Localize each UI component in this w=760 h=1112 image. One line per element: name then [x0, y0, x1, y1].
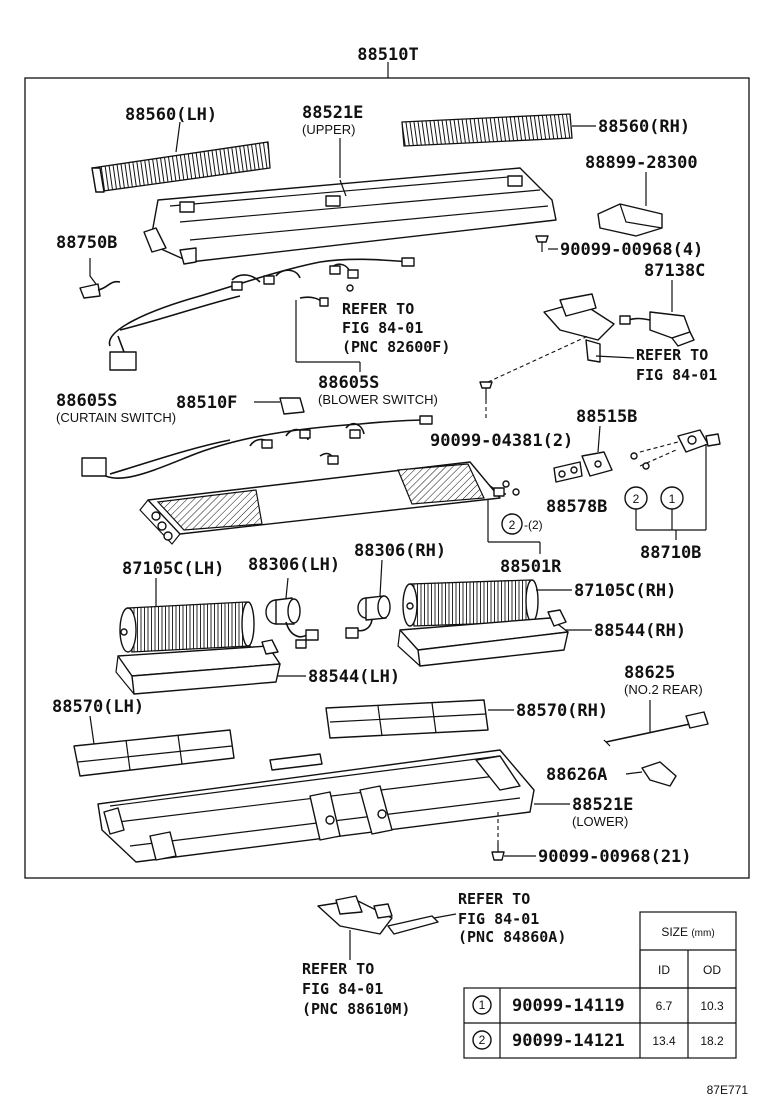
motor-lh: [265, 597, 319, 649]
label-90099-00968-4[interactable]: 90099-00968(4): [560, 240, 703, 260]
label-88605s-curtain-note: (CURTAIN SWITCH): [56, 410, 176, 425]
label-88570-lh[interactable]: 88570(LH): [52, 697, 144, 717]
harness-blower-switch: [108, 257, 415, 371]
part-88578b: [553, 461, 583, 483]
label-88510f[interactable]: 88510F: [176, 393, 237, 413]
svg-text:2: 2: [509, 518, 516, 532]
table-row: 1 90099-14119 6.7 10.3: [472, 995, 724, 1016]
fan-rh: [402, 579, 539, 627]
motor-rh: [345, 595, 391, 639]
assembly-frame: [24, 77, 750, 879]
label-88521e-lower[interactable]: 88521E: [572, 795, 633, 815]
figure-code: 87E771: [707, 1083, 749, 1097]
screw-90099-04381: [479, 335, 589, 420]
lower-housing: [97, 749, 535, 863]
label-88515b[interactable]: 88515B: [576, 407, 637, 427]
label-88560-lh[interactable]: 88560(LH): [125, 105, 217, 125]
svg-text:2: 2: [633, 492, 640, 506]
label-87105c-rh[interactable]: 87105C(RH): [574, 581, 676, 601]
label-88605s-blower[interactable]: 88605S: [318, 373, 379, 393]
ref-d-line3[interactable]: (PNC 88610M): [302, 1000, 410, 1018]
evaporator-88501r: [139, 461, 507, 545]
table-row: 2 90099-14121 13.4 18.2: [472, 1030, 724, 1051]
table-row-1-od: 10.3: [700, 999, 724, 1013]
sensor-88750b: [79, 283, 101, 299]
ref-b-line1[interactable]: REFER TO: [636, 346, 708, 364]
svg-text:1: 1: [479, 998, 486, 1012]
label-88521e-upper-note: (UPPER): [302, 122, 355, 137]
svg-text:1: 1: [669, 492, 676, 506]
scroll-housing-lh: [115, 639, 281, 695]
label-88710b[interactable]: 88710B: [640, 543, 701, 563]
ref-d-line1[interactable]: REFER TO: [302, 960, 374, 978]
label-88501r[interactable]: 88501R: [500, 557, 562, 577]
table-col-od: OD: [703, 963, 721, 977]
part-ref-c: [387, 915, 439, 935]
label-88544-lh[interactable]: 88544(LH): [308, 667, 400, 687]
ref-a-line1[interactable]: REFER TO: [342, 300, 414, 318]
label-90099-04381[interactable]: 90099-04381(2): [430, 431, 573, 451]
table-row-2-od: 18.2: [700, 1034, 724, 1048]
size-table: [463, 911, 737, 1059]
bracket-ref-d: [317, 895, 393, 935]
table-row-1-id: 6.7: [656, 999, 673, 1013]
ref-d-line2[interactable]: FIG 84-01: [302, 980, 383, 998]
screw-90099-00968-4: [535, 235, 549, 252]
label-88306-lh[interactable]: 88306(LH): [248, 555, 340, 575]
callout-2-left: [501, 513, 523, 535]
assembly-part-number: 88510T: [357, 45, 418, 65]
fan-lh: [119, 601, 255, 653]
label-88544-rh[interactable]: 88544(RH): [594, 621, 686, 641]
callout-2-qty: -(2): [524, 518, 543, 532]
clip-88626a: [641, 761, 677, 787]
label-88625-note: (NO.2 REAR): [624, 682, 703, 697]
ref-c-line3[interactable]: (PNC 84860A): [458, 928, 566, 946]
svg-text:2: 2: [479, 1033, 486, 1047]
table-row-1-part[interactable]: 90099-14119: [512, 996, 625, 1016]
label-88578b[interactable]: 88578B: [546, 497, 607, 517]
bracket-88899: [597, 203, 663, 237]
table-row-2-id: 13.4: [652, 1034, 676, 1048]
ref-c-line1[interactable]: REFER TO: [458, 890, 530, 908]
table-col-id: ID: [658, 963, 670, 977]
valve-88710b: [630, 429, 721, 470]
table-row-2-part[interactable]: 90099-14121: [512, 1031, 625, 1051]
grille-rh: [401, 113, 573, 147]
screw-90099-00968-21: [491, 812, 505, 861]
ref-c-line2[interactable]: FIG 84-01: [458, 910, 539, 928]
label-88521e-lower-note: (LOWER): [572, 814, 628, 829]
label-88750b[interactable]: 88750B: [56, 233, 117, 253]
sensor-88625: [603, 711, 709, 747]
scroll-housing-rh: [397, 609, 569, 667]
label-88625[interactable]: 88625: [624, 663, 675, 683]
ref-a-line2[interactable]: FIG 84-01: [342, 319, 423, 337]
louver-rh: [325, 699, 489, 739]
label-90099-00968-21[interactable]: 90099-00968(21): [538, 847, 692, 867]
label-88560-rh[interactable]: 88560(RH): [598, 117, 690, 137]
label-88570-rh[interactable]: 88570(RH): [516, 701, 608, 721]
clip-88510f: [279, 397, 305, 415]
upper-housing: [143, 167, 557, 265]
grille-lh: [91, 141, 271, 193]
label-87138c[interactable]: 87138C: [644, 261, 705, 281]
ref-a-line3[interactable]: (PNC 82600F): [342, 338, 450, 356]
label-88605s-curtain[interactable]: 88605S: [56, 391, 117, 411]
label-88626a[interactable]: 88626A: [546, 765, 607, 785]
bracket-ref-b: [543, 293, 635, 363]
label-88521e-upper[interactable]: 88521E: [302, 103, 363, 123]
louver-lh: [73, 729, 235, 777]
harness-curtain-switch: [81, 415, 433, 479]
label-88306-rh[interactable]: 88306(RH): [354, 541, 446, 561]
component-87138c: [619, 311, 695, 347]
ref-b-line2[interactable]: FIG 84-01: [636, 366, 717, 384]
label-87105c-lh[interactable]: 87105C(LH): [122, 559, 224, 579]
table-header-size: SIZE (mm): [661, 925, 714, 939]
label-88899[interactable]: 88899-28300: [585, 153, 698, 173]
label-88605s-blower-note: (BLOWER SWITCH): [318, 392, 438, 407]
